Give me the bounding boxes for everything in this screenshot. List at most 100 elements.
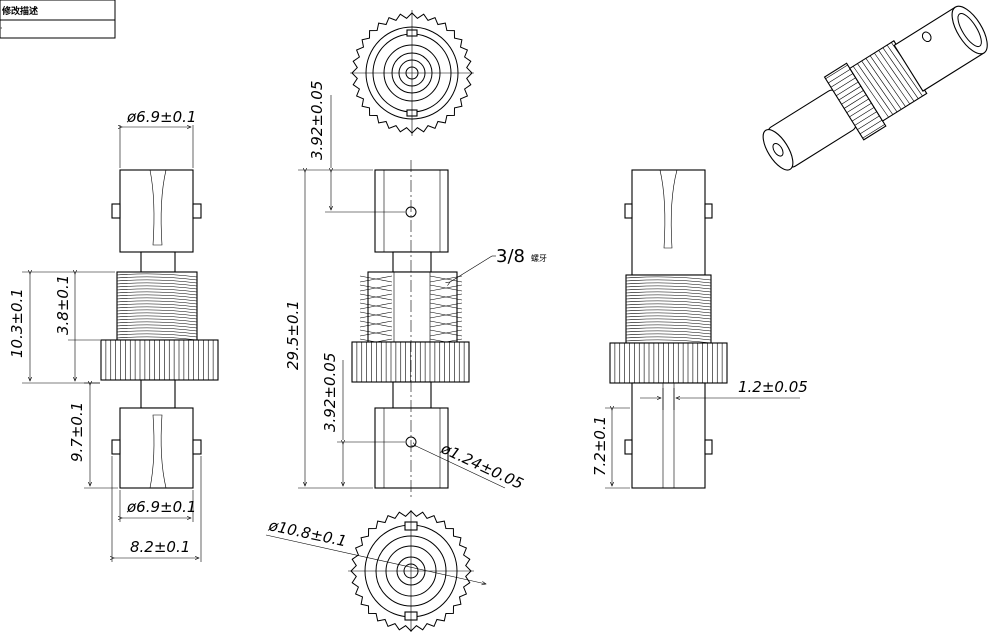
thread-zigzag <box>359 293 393 301</box>
thread-line <box>625 324 712 329</box>
iso-thread-line <box>886 44 923 97</box>
thread-line <box>116 333 198 338</box>
thread-line <box>116 276 198 281</box>
dim-mid-total-length: 29.5±0.1 <box>284 300 302 370</box>
iso-thread-line <box>857 63 894 115</box>
thread-line <box>116 321 198 326</box>
thread-spec: 3/8 <box>496 246 525 267</box>
thread-line <box>625 291 712 296</box>
thread-line <box>625 300 712 305</box>
dim-mid-hole: ø1.24±0.05 <box>437 439 526 493</box>
dim-mid-bottom-offset: 3.92±0.05 <box>321 353 339 432</box>
thread-line <box>625 276 712 281</box>
thread-line <box>625 336 712 341</box>
bottom-end-view: ø10.8±0.1 <box>265 510 486 632</box>
thread-line <box>625 294 712 299</box>
dim-mid-top-offset: 3.92±0.05 <box>308 81 326 160</box>
iso-tooth <box>851 107 875 122</box>
iso-tooth <box>825 64 848 80</box>
thread-line <box>625 312 712 317</box>
thread-line <box>625 282 712 287</box>
thread-line <box>116 294 198 299</box>
iso-tooth <box>838 85 862 101</box>
thread-zigzag <box>429 293 463 301</box>
thread-line <box>625 306 712 311</box>
dim-left-bottom-diameter: ø6.9±0.1 <box>126 498 196 516</box>
thread-zigzag <box>359 320 393 328</box>
thread-line <box>116 282 198 287</box>
thread-line <box>625 315 712 320</box>
top-end-view <box>350 10 474 136</box>
thread-zigzag <box>429 284 463 292</box>
dim-right-lower-height: 7.2±0.1 <box>591 416 609 476</box>
left-side-view: ø6.9±0.1 10.3±0.1 3.8±0.1 9.7±0.1 ø6.9±0… <box>8 108 219 562</box>
thread-line <box>625 279 712 284</box>
iso-tooth <box>849 102 872 118</box>
iso-tooth <box>841 90 864 105</box>
thread-zigzag <box>359 284 393 292</box>
dim-right-slot: 1.2±0.05 <box>738 378 808 396</box>
thread-line <box>116 315 198 320</box>
thread-note: 螺牙 <box>531 253 547 263</box>
thread-zigzag <box>429 302 463 310</box>
thread-zigzag <box>359 311 393 319</box>
iso-thread-line <box>869 55 906 107</box>
thread-line <box>116 300 198 305</box>
iso-thread-line <box>882 47 919 99</box>
thread-line <box>625 303 712 308</box>
thread-line <box>116 336 198 341</box>
isometric-view <box>762 5 988 171</box>
revision-header: 修改描述 <box>1 5 38 17</box>
dim-left-width: 8.2±0.1 <box>130 538 190 556</box>
dim-left-lower-height: 9.7±0.1 <box>68 402 86 462</box>
thread-line <box>625 327 712 332</box>
thread-line <box>116 318 198 323</box>
thread-line <box>625 330 712 335</box>
thread-zigzag <box>359 275 393 283</box>
thread-line <box>116 330 198 335</box>
thread-line <box>116 279 198 284</box>
revision-row: · <box>0 24 3 33</box>
thread-line <box>116 312 198 317</box>
thread-line <box>625 339 712 344</box>
thread-zigzag <box>429 329 463 337</box>
thread-line <box>625 321 712 326</box>
iso-tooth <box>854 111 877 126</box>
dim-left-thread-sub: 3.8±0.1 <box>54 275 72 335</box>
iso-tooth <box>843 94 867 109</box>
right-side-view: 7.2±0.1 1.2±0.05 <box>591 169 808 489</box>
iso-tooth <box>833 77 856 92</box>
thread-line <box>116 303 198 308</box>
thread-line <box>116 285 198 290</box>
iso-tooth <box>859 119 883 135</box>
thread-zigzag <box>359 302 393 310</box>
thread-line <box>625 297 712 302</box>
thread-line <box>116 288 198 293</box>
iso-thread-line <box>852 66 889 118</box>
thread-line <box>116 291 198 296</box>
thread-line <box>116 327 198 332</box>
iso-thread-line <box>874 52 911 105</box>
iso-tooth <box>857 115 880 130</box>
iso-tooth <box>836 81 859 96</box>
dim-left-thread-height: 10.3±0.1 <box>8 288 26 358</box>
thread-line <box>625 309 712 314</box>
thread-zigzag <box>359 329 393 337</box>
iso-tooth <box>846 98 870 113</box>
thread-line <box>625 288 712 293</box>
thread-zigzag <box>429 275 463 283</box>
dim-bottom-diameter: ø10.8±0.1 <box>266 516 348 550</box>
title-block: 修改描述 · <box>0 0 116 39</box>
middle-side-view: 29.5±0.1 3.92±0.05 3.92±0.05 ø1.24±0.05 … <box>284 81 547 500</box>
iso-thread-line <box>878 50 915 102</box>
thread-line <box>625 333 712 338</box>
dim-left-top-diameter: ø6.9±0.1 <box>126 108 196 126</box>
thread-line <box>116 306 198 311</box>
thread-zigzag <box>429 311 463 319</box>
iso-tooth <box>862 124 885 139</box>
thread-line <box>625 285 712 290</box>
thread-zigzag <box>429 320 463 328</box>
thread-line <box>625 318 712 323</box>
iso-thread-line <box>865 58 902 110</box>
